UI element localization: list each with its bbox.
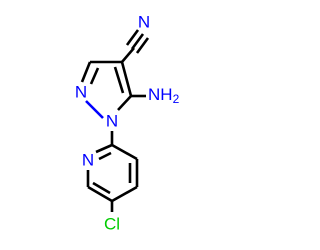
bond-py-c2-c3 — [111, 143, 138, 161]
bond-n1-c5 — [117, 95, 132, 111]
bond-nitrile-triple-2 — [125, 29, 140, 46]
bond-py-c5-c6-double — [92, 181, 111, 195]
bond-c5-c4 — [120, 61, 133, 97]
pyrazole-n2-label: N — [75, 83, 87, 102]
bond-py-n-c2 — [95, 143, 113, 154]
bond-nitrile-triple-3 — [135, 37, 150, 54]
bond-py-c4-c5 — [111, 185, 138, 203]
bond-py-c5-c6 — [87, 185, 113, 203]
molecule-structure: N N N NH2 N Cl — [75, 13, 180, 234]
amino-label: NH2 — [148, 85, 180, 107]
bond-c3-n2 — [80, 61, 92, 83]
bond-c5-c4-double — [113, 66, 125, 94]
bond-nitrile-triple-1 — [130, 33, 145, 50]
pyrazole-n1-label: N — [106, 112, 118, 131]
structure-canvas: N N N NH2 N Cl — [75, 13, 180, 234]
amino-nh-text: NH — [148, 85, 173, 104]
amino-subscript: 2 — [173, 92, 180, 106]
bond-c3-n2-double — [89, 67, 100, 85]
bond-n2-n1 — [85, 100, 104, 119]
pyridine-n-label: N — [82, 151, 94, 170]
nitrile-n-label: N — [138, 13, 150, 32]
bond-c4-cn — [121, 47, 135, 63]
bond-py-n-c2-double — [98, 151, 112, 161]
chloro-label: Cl — [104, 215, 120, 234]
